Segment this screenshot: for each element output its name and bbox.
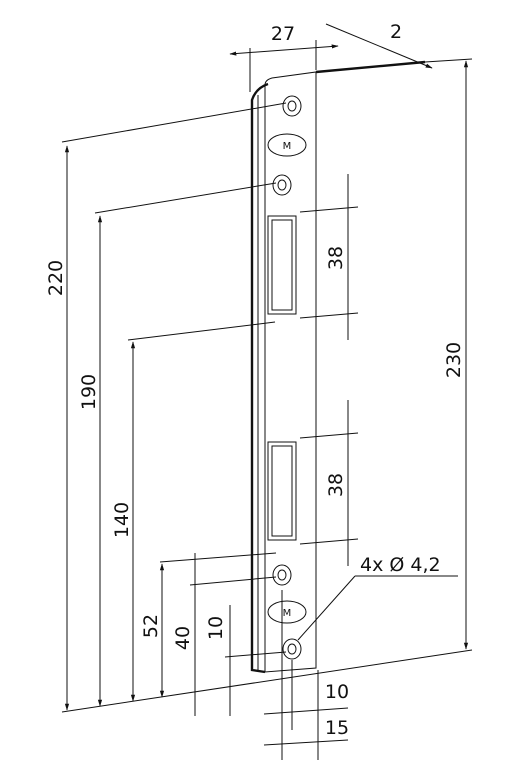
label-52: 52 <box>140 614 162 638</box>
dimension-labels: 27 2 220 190 140 52 40 10 230 38 38 10 1… <box>45 21 465 739</box>
label-220: 220 <box>45 260 67 296</box>
dim-line-2 <box>325 23 433 69</box>
logo-letter: M <box>283 141 292 152</box>
label-hole-callout: 4x Ø 4,2 <box>360 554 441 576</box>
dim-line-10h <box>263 707 349 715</box>
label-10-vertical: 10 <box>205 616 227 640</box>
label-38-lower: 38 <box>325 473 347 497</box>
logo-mark-bottom: M <box>267 600 307 624</box>
logo-letter: M <box>283 608 292 619</box>
label-10-horizontal: 10 <box>325 681 349 703</box>
plate-bent-edge <box>250 82 269 674</box>
plate-outline <box>264 71 317 673</box>
extension-lines <box>61 40 473 760</box>
screw-hole-1 <box>282 95 302 117</box>
screw-hole-2 <box>272 174 292 196</box>
label-140: 140 <box>111 502 133 538</box>
upper-slot <box>267 215 297 315</box>
screw-hole-4 <box>282 638 302 660</box>
logo-mark-top: M <box>267 133 307 157</box>
dimension-lines <box>64 23 469 746</box>
plate-top-bevel <box>315 60 426 74</box>
label-27: 27 <box>271 23 295 45</box>
label-230: 230 <box>443 342 465 378</box>
lower-slot <box>267 441 297 541</box>
label-40: 40 <box>172 626 194 650</box>
callout-leader <box>297 575 356 641</box>
label-38-upper: 38 <box>325 246 347 270</box>
screw-hole-3 <box>272 564 292 586</box>
label-190: 190 <box>78 374 100 410</box>
dim-line-15h <box>263 739 349 746</box>
label-2: 2 <box>390 21 402 43</box>
dim-line-27 <box>229 44 339 56</box>
label-15-horizontal: 15 <box>325 717 349 739</box>
strike-plate: M M <box>250 60 426 674</box>
